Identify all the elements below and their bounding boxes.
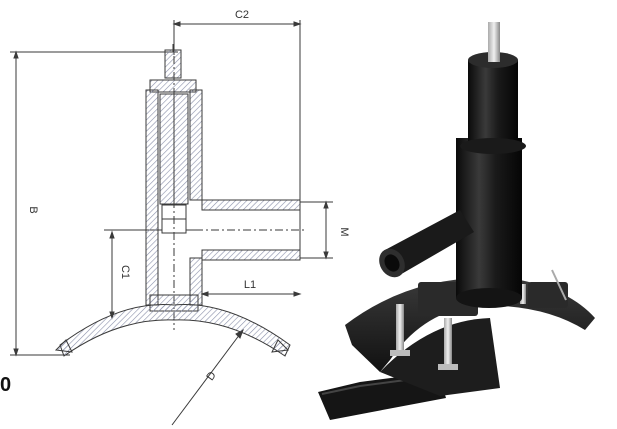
label-m: M — [338, 227, 350, 236]
label-c2: C2 — [235, 9, 249, 21]
dimension-c2 — [172, 20, 302, 200]
technical-drawing: C2 B M L1 C1 D — [10, 9, 350, 426]
label-d: D — [204, 370, 218, 383]
product-photo — [318, 22, 595, 420]
label-l1: L1 — [244, 279, 256, 291]
dimension-m — [300, 200, 333, 260]
label-c1: C1 — [119, 265, 131, 279]
tee-section — [54, 40, 306, 357]
dimension-b — [10, 50, 178, 357]
label-b: B — [27, 206, 39, 213]
bolt-right — [438, 318, 458, 370]
edge-glyph: 0 — [0, 374, 12, 396]
bolt-left — [390, 304, 410, 356]
